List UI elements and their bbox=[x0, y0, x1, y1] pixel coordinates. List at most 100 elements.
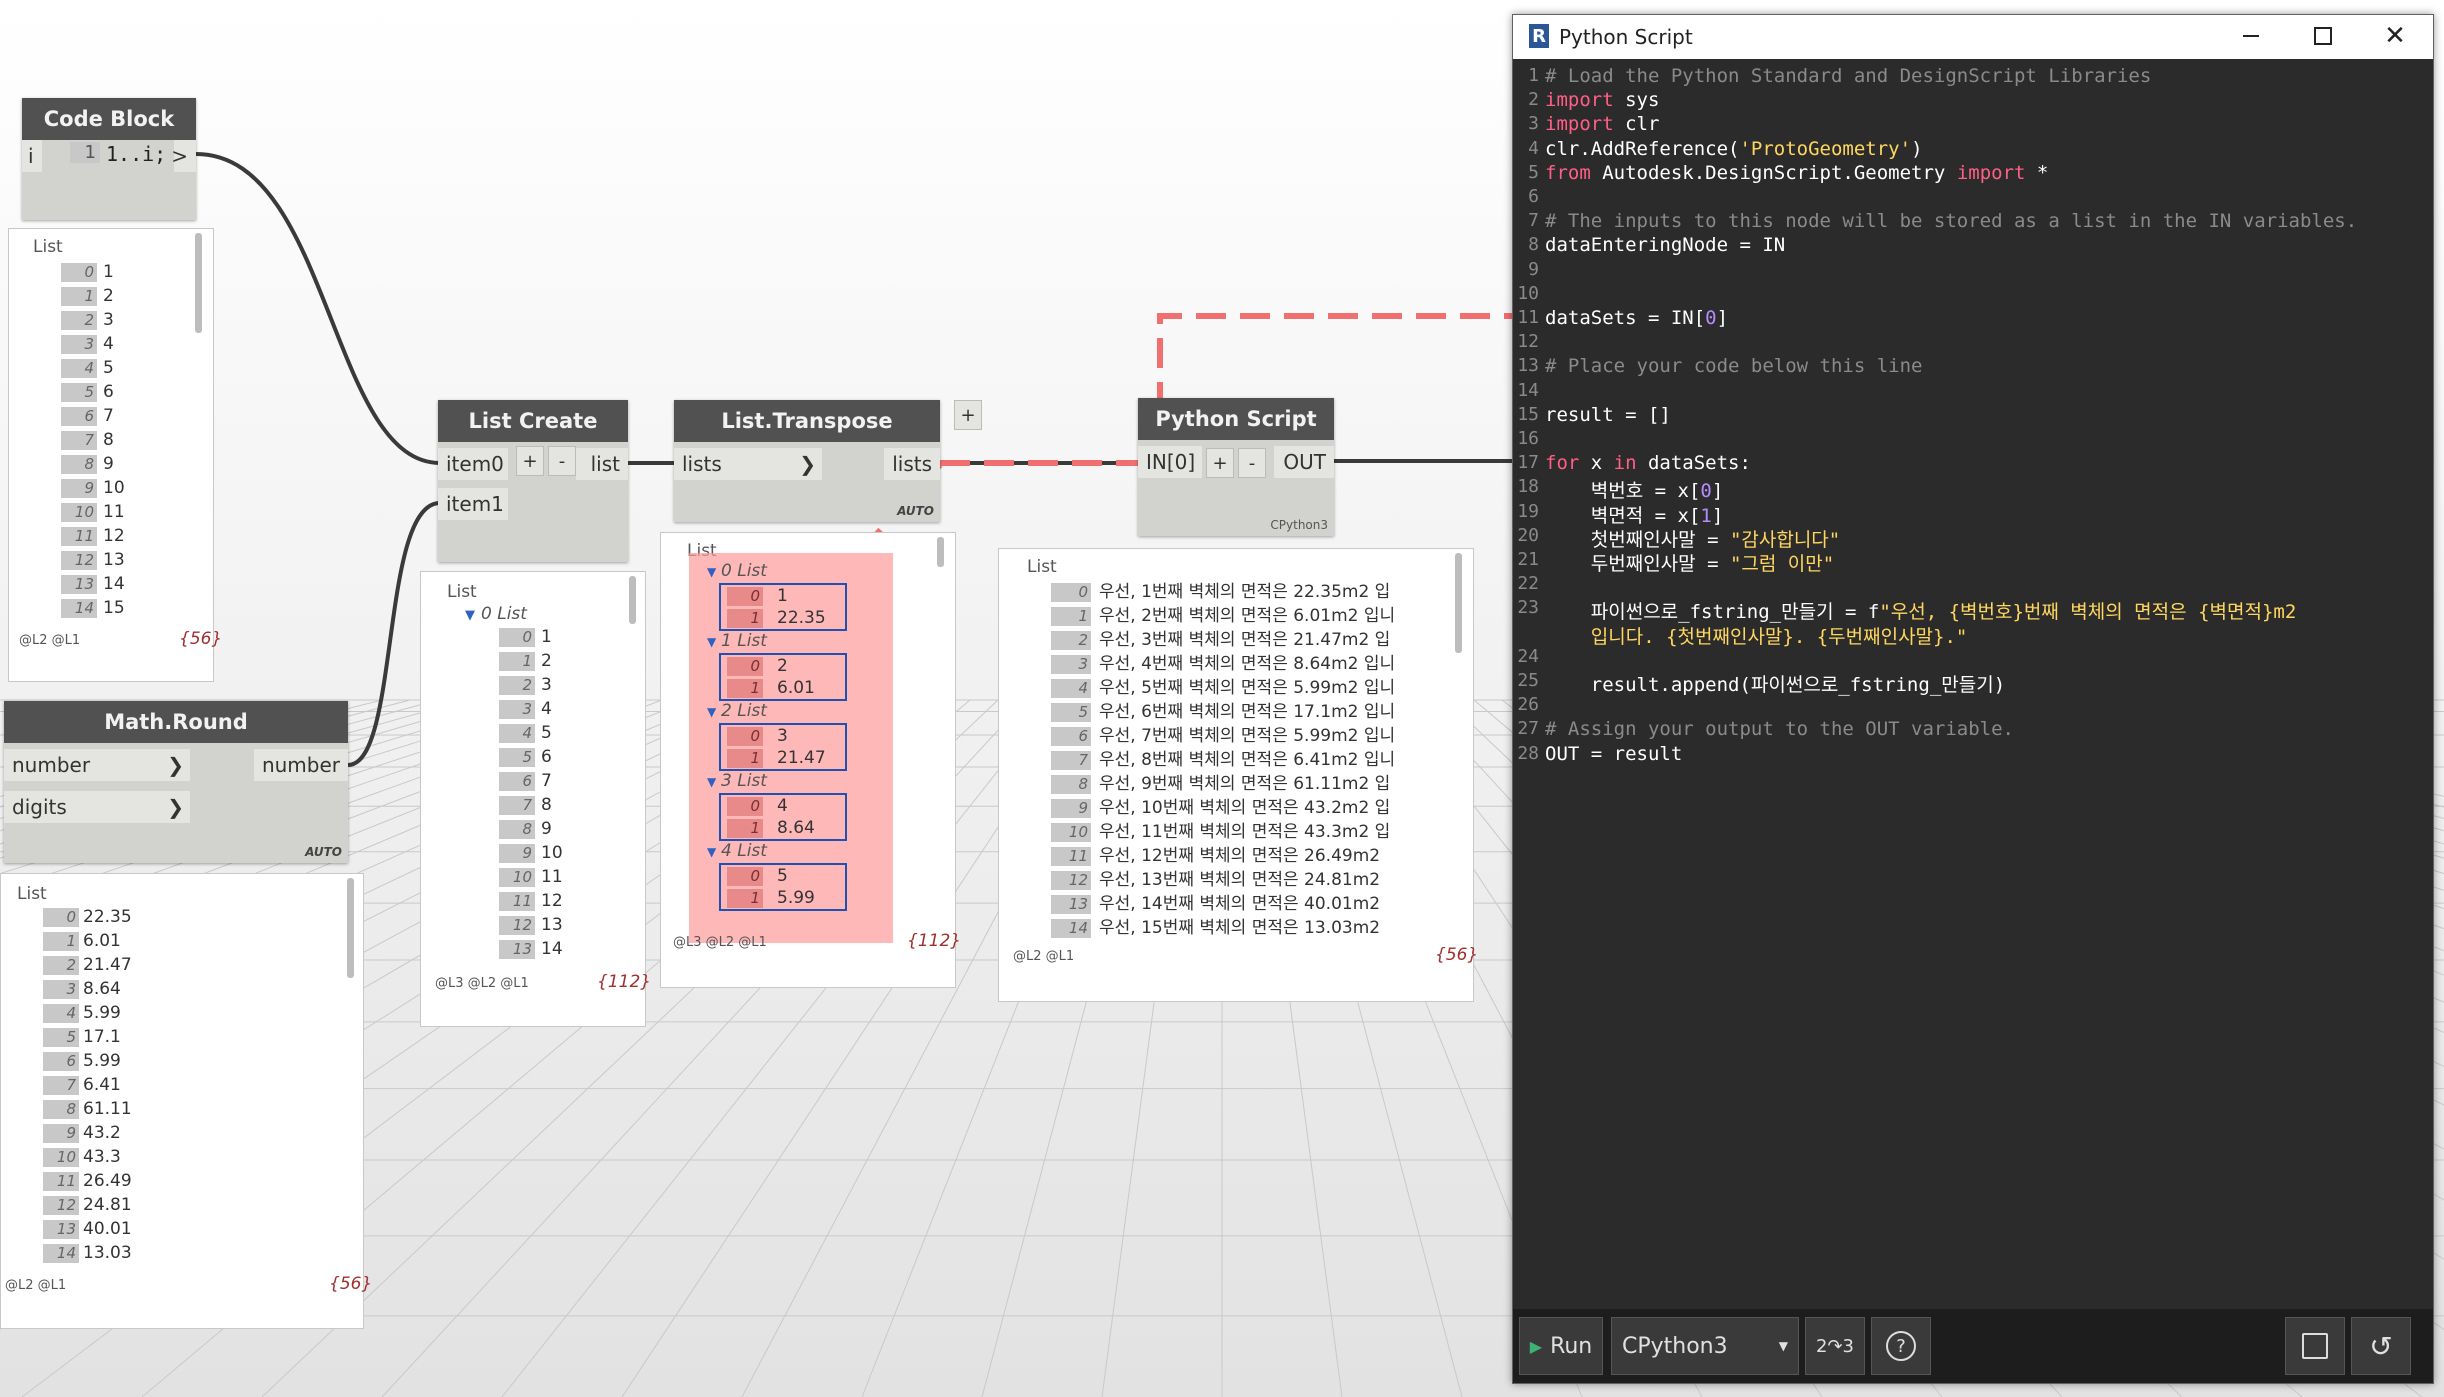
preview-scrollbar[interactable] bbox=[629, 576, 636, 624]
preview-scrollbar[interactable] bbox=[347, 878, 354, 978]
collapse-triangle-icon[interactable]: ▼ bbox=[707, 565, 717, 579]
input-port-item1[interactable]: item1 bbox=[438, 488, 508, 520]
item-count: {112} bbox=[597, 972, 652, 992]
list-create-node[interactable]: List Create item0 + item1 list bbox=[438, 400, 982, 562]
list-index: 2 bbox=[43, 956, 79, 975]
math-round-node[interactable]: Math.Round number❯ digits❯ number AUTO bbox=[4, 701, 348, 863]
code-line[interactable]: # The inputs to this node will be stored… bbox=[1545, 210, 2358, 233]
line-number: 17 bbox=[1517, 452, 1539, 474]
code-line[interactable]: 벽번호 = x[0] bbox=[1545, 480, 1724, 503]
code-line[interactable]: OUT = result bbox=[1545, 742, 1683, 765]
code-line[interactable]: 파이썬으로_fstring_만들기 = f"우선, {벽번호}번째 벽체의 면적… bbox=[1545, 601, 2297, 624]
list-index: 6 bbox=[499, 772, 535, 791]
list-value: 4 bbox=[541, 699, 552, 719]
run-button[interactable]: ▶ Run bbox=[1519, 1317, 1603, 1375]
remove-input-button[interactable]: - bbox=[1238, 448, 1266, 478]
sublist-label: 2 List bbox=[721, 701, 767, 721]
list-index: 14 bbox=[43, 1244, 79, 1263]
code-line[interactable]: import clr bbox=[1545, 113, 1660, 136]
output-port-out[interactable]: OUT bbox=[1274, 446, 1334, 478]
code-line[interactable]: for x in dataSets: bbox=[1545, 452, 1751, 475]
list-index: 8 bbox=[43, 1100, 79, 1119]
code-line[interactable]: 벽면적 = x[1] bbox=[1545, 504, 1724, 527]
input-port-lists[interactable]: lists❯ bbox=[674, 448, 822, 480]
python-script-node[interactable]: Python Script IN[0] + - OUT CPython3 bbox=[1138, 398, 1334, 536]
list-index: 7 bbox=[43, 1076, 79, 1095]
line-number: 8 bbox=[1528, 234, 1539, 256]
input-port-digits[interactable]: digits❯ bbox=[4, 791, 190, 823]
code-line[interactable]: dataSets = IN[0] bbox=[1545, 307, 1729, 329]
list-index: 5 bbox=[499, 748, 535, 767]
help-button[interactable]: ? bbox=[1871, 1317, 1931, 1375]
input-port-in0[interactable]: IN[0] bbox=[1138, 446, 1202, 478]
collapse-triangle-icon[interactable]: ▼ bbox=[465, 608, 475, 623]
revert-button[interactable]: ↺ bbox=[2351, 1317, 2411, 1375]
add-input-button[interactable]: + bbox=[516, 446, 544, 476]
code-line[interactable]: # Assign your output to the OUT variable… bbox=[1545, 718, 2014, 741]
node-title: Math.Round bbox=[4, 701, 348, 743]
item-count: {56} bbox=[179, 629, 223, 649]
chevron-right-icon: ❯ bbox=[799, 452, 816, 476]
collapse-triangle-icon[interactable]: ▼ bbox=[707, 845, 717, 859]
output-port-lists[interactable]: lists bbox=[884, 448, 940, 480]
line-number: 6 bbox=[1528, 186, 1539, 207]
output-port-number[interactable]: number bbox=[254, 749, 348, 781]
code-line[interactable]: result = [] bbox=[1545, 403, 1671, 426]
node-title: List Create bbox=[438, 400, 628, 442]
minimize-button[interactable] bbox=[2231, 19, 2271, 53]
list-value: 우선, 9번째 벽체의 면적은 61.11m2 입 bbox=[1099, 774, 1391, 794]
collapse-triangle-icon[interactable]: ▼ bbox=[707, 775, 717, 789]
code-line[interactable]: dataEnteringNode = IN bbox=[1545, 234, 1786, 257]
preview-scrollbar[interactable] bbox=[937, 537, 944, 567]
code-editor[interactable]: 1# Load the Python Standard and DesignSc… bbox=[1513, 61, 2433, 1307]
code-block-node[interactable]: Code Block i 1 1..i; > bbox=[22, 98, 196, 220]
python-editor-window[interactable]: R Python Script ✕ 1# Load the Python Sta… bbox=[1512, 14, 2434, 1384]
add-input-button[interactable]: + bbox=[1206, 448, 1234, 478]
list-value: 21.47 bbox=[777, 748, 826, 768]
code-line[interactable]: import sys bbox=[1545, 89, 1660, 112]
list-value: 10 bbox=[541, 843, 563, 863]
list-value: 21.47 bbox=[83, 955, 132, 975]
maximize-button[interactable] bbox=[2303, 19, 2343, 53]
editor-title-bar[interactable]: R Python Script ✕ bbox=[1513, 15, 2433, 59]
code-line[interactable]: # Load the Python Standard and DesignScr… bbox=[1545, 65, 2152, 87]
collapse-triangle-icon[interactable]: ▼ bbox=[707, 705, 717, 719]
code-line[interactable]: 입니다. {첫번째인사말}. {두번째인사말}." bbox=[1590, 625, 1968, 648]
list-index: 5 bbox=[43, 1028, 79, 1047]
grid-line bbox=[501, 699, 1055, 1397]
output-port-list[interactable]: list bbox=[576, 448, 628, 480]
code-line[interactable]: result.append(파이썬으로_fstring_만들기) bbox=[1545, 674, 2006, 696]
line-number: 7 bbox=[1528, 210, 1539, 232]
preview-scrollbar[interactable] bbox=[195, 233, 202, 333]
collapse-triangle-icon[interactable]: ▼ bbox=[707, 635, 717, 649]
preview-header: List bbox=[447, 582, 477, 602]
engine-select[interactable]: CPython3 ▼ bbox=[1611, 1317, 1799, 1375]
list-value: 우선, 13번째 벽체의 면적은 24.81m2 bbox=[1099, 870, 1381, 890]
list-index: 11 bbox=[61, 527, 97, 546]
close-button[interactable]: ✕ bbox=[2375, 19, 2415, 53]
sublist-box bbox=[719, 583, 847, 631]
code-line[interactable]: # Place your code below this line bbox=[1545, 355, 1923, 378]
wire-round-to-item1 bbox=[347, 501, 441, 767]
remove-input-button[interactable]: - bbox=[548, 446, 576, 476]
item-count: {56} bbox=[1435, 945, 1479, 965]
list-transpose-node[interactable]: List.Transpose lists❯ lists AUTO bbox=[674, 400, 940, 522]
list-index: 1 bbox=[727, 889, 763, 908]
input-port-number[interactable]: number❯ bbox=[4, 749, 190, 781]
code-input[interactable]: 1..i; bbox=[106, 142, 167, 166]
save-button[interactable] bbox=[2285, 1317, 2345, 1375]
input-port-item0[interactable]: item0 bbox=[438, 448, 508, 480]
code-line[interactable]: 두번째인사말 = "그럼 이만" bbox=[1545, 553, 1835, 575]
input-port-i[interactable]: i bbox=[22, 140, 42, 172]
code-line[interactable]: 첫번째인사말 = "감사합니다" bbox=[1545, 528, 1841, 551]
code-line[interactable]: from Autodesk.DesignScript.Geometry impo… bbox=[1545, 161, 2049, 184]
list-value: 13 bbox=[103, 550, 125, 570]
code-line[interactable]: clr.AddReference('ProtoGeometry') bbox=[1545, 137, 1923, 160]
list-index: 8 bbox=[499, 820, 535, 839]
add-input-button[interactable]: + bbox=[954, 400, 982, 430]
list-index: 3 bbox=[499, 700, 535, 719]
preview-scrollbar[interactable] bbox=[1455, 553, 1462, 653]
output-port[interactable]: > bbox=[171, 140, 196, 172]
convert-button[interactable]: 2↷3 bbox=[1805, 1317, 1865, 1375]
